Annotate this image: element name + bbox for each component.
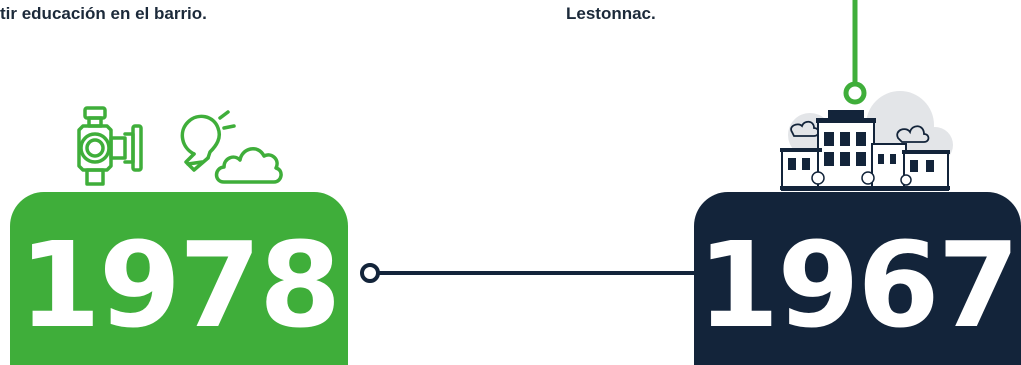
caption-right: Lestonnac. bbox=[566, 4, 656, 23]
timeline-connector-dot bbox=[360, 263, 380, 283]
caption-left: tir educación en el barrio. bbox=[0, 4, 207, 23]
year-label-1967: 1967 bbox=[697, 215, 1019, 354]
town-buildings-icon bbox=[780, 91, 953, 191]
valve-icon bbox=[77, 106, 143, 186]
year-card-1967: 1967 bbox=[694, 192, 1021, 365]
lightbulb-icon bbox=[180, 110, 236, 172]
timeline-connector bbox=[360, 263, 694, 283]
year-card-1978: 1978 bbox=[10, 192, 348, 365]
year-label-1978: 1978 bbox=[18, 215, 341, 354]
cloud-icon bbox=[214, 147, 283, 184]
